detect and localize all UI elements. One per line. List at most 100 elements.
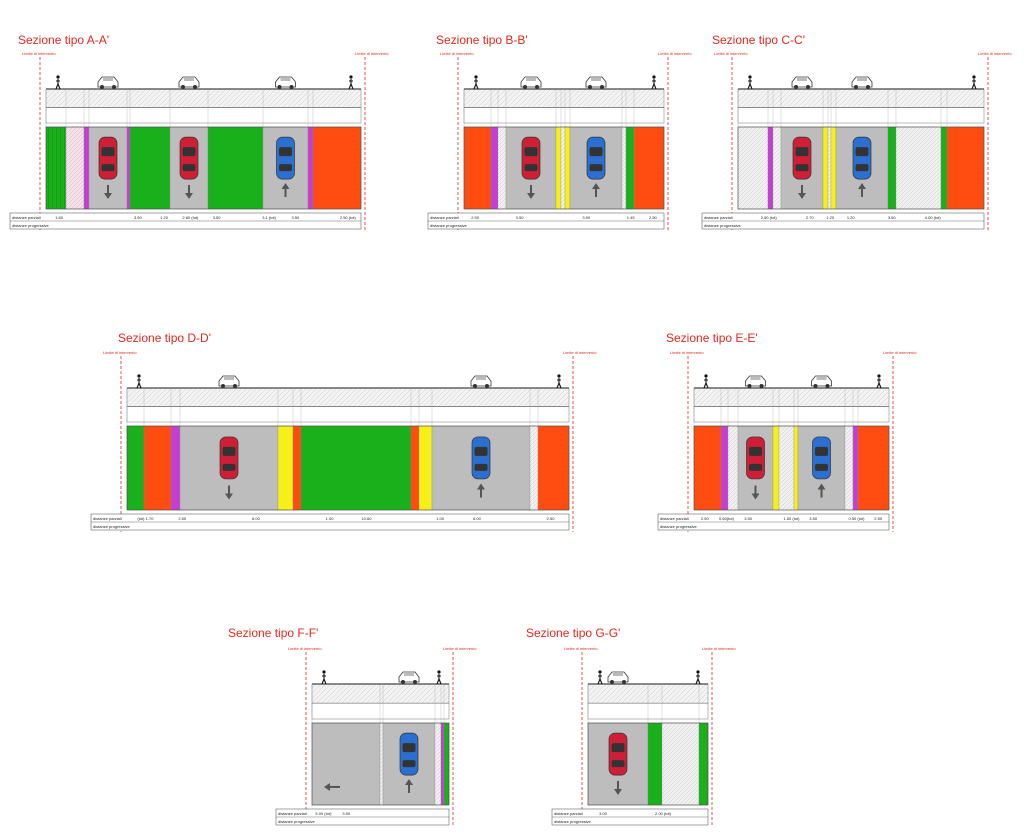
car-rear-window (182, 164, 196, 172)
car-elevation-icon (745, 375, 766, 388)
car-roof (475, 456, 487, 463)
car-elevation-wheel (289, 85, 294, 89)
dimension-value: 3.50 (809, 516, 818, 521)
blue-car-icon (586, 136, 606, 180)
pedestrian-icon (55, 75, 61, 90)
strip-white-hatch (827, 126, 832, 210)
strip-magenta (307, 126, 314, 210)
strip-orange (633, 126, 665, 210)
profile-ground (126, 387, 570, 407)
dimension-value: 4.00 (tot) (925, 215, 942, 220)
pedestrian-body (597, 674, 603, 685)
arrow-icon (324, 782, 340, 791)
profile-base-band (693, 406, 890, 423)
blue-car-icon (471, 436, 491, 480)
dimension-value: 2.70 (806, 215, 815, 220)
section-title: Sezione tipo E-E' (666, 331, 758, 345)
car-rear-window (795, 164, 809, 172)
strip-orange (857, 425, 890, 511)
limit-label: Limite di intervento (22, 51, 56, 56)
strip-green (625, 126, 635, 210)
arrow-head (477, 483, 485, 490)
distanze-parziali-label: distanze parziali (660, 516, 689, 521)
pedestrian-head (652, 75, 656, 79)
red-car-icon (521, 136, 541, 180)
car-roof (102, 157, 114, 164)
car-elevation-icon (275, 76, 296, 89)
car-rear-window (855, 164, 869, 172)
strip-orange (292, 425, 302, 511)
plan-frame (45, 126, 362, 210)
pedestrian-head (704, 374, 708, 378)
car-elevation-wheel (866, 85, 870, 89)
strip-white-hatch (895, 126, 942, 210)
car-elevation-wheel (181, 85, 185, 89)
blue-car-icon (812, 436, 831, 480)
car-elevation-wheel (600, 85, 604, 89)
car-elevation-window (280, 78, 291, 81)
pedestrian-head (972, 75, 976, 79)
arrow-head (798, 192, 806, 199)
strip-green (207, 126, 264, 210)
dimension-value: 3.00 (599, 811, 608, 816)
dimension-value: 6.00 (252, 516, 261, 521)
dimension-value: 3.50 (342, 811, 351, 816)
car-elevation-icon (178, 76, 200, 89)
pedestrian-head (137, 374, 141, 378)
pedestrian-icon (321, 670, 327, 685)
arrow-head (104, 192, 112, 199)
pedestrian-body (971, 79, 977, 90)
blue-car-icon (399, 732, 419, 776)
pedestrian-body (348, 79, 354, 90)
limit-label: Limite di intervento (702, 646, 736, 651)
profile-ground (693, 387, 890, 407)
car-elevation-wheel (100, 85, 104, 89)
pedestrian-body (55, 79, 61, 90)
dimension-value: 2.60 (tot) (182, 215, 199, 220)
blue-car-icon (276, 136, 295, 180)
strip-magenta (767, 126, 774, 210)
red-car-icon (746, 436, 765, 480)
distanze-progressive-label: distanze progressive (554, 819, 591, 824)
car-elevation-wheel (610, 680, 614, 684)
car-rear-window (589, 164, 603, 172)
pedestrian-icon (597, 670, 603, 685)
car-elevation-wheel (825, 384, 830, 388)
car-rear-window (222, 463, 236, 471)
strip-white-hatch (778, 425, 795, 511)
pedestrian-icon (436, 670, 442, 685)
arrow-head (185, 192, 193, 199)
strip-white-hatch (434, 722, 442, 806)
car-roof (223, 456, 235, 463)
pedestrian-body (473, 79, 479, 90)
limit-label: Limite di intervento (714, 51, 748, 56)
strip-white-hatch (772, 126, 782, 210)
car-windshield (611, 743, 625, 753)
strip-green (940, 126, 948, 210)
arrow-head (751, 493, 760, 500)
arrow-head (592, 182, 600, 189)
strip-yellow (772, 425, 780, 511)
strip-white-hatch (560, 126, 566, 210)
dimension-value: 3.50 (134, 215, 143, 220)
car-elevation-window (613, 673, 623, 676)
strip-green (443, 722, 450, 806)
strip-magenta (720, 425, 729, 511)
strip-magenta (440, 722, 445, 806)
car-elevation-icon (218, 375, 240, 388)
limit-label: Limite di intervento (103, 350, 137, 355)
plan-frame (463, 126, 665, 210)
car-elevation-wheel (622, 680, 626, 684)
car-rear-window (402, 760, 416, 768)
dimension-value: 2.00 (tot) (655, 811, 672, 816)
strip-orange (537, 425, 570, 511)
car-elevation-window (857, 78, 867, 81)
car-elevation-wheel (485, 384, 489, 388)
car-elevation-window (816, 377, 827, 380)
car-elevation-wheel (794, 85, 798, 89)
distanze-progressive-label: distanze progressive (12, 223, 49, 228)
plan-frame (311, 722, 450, 806)
